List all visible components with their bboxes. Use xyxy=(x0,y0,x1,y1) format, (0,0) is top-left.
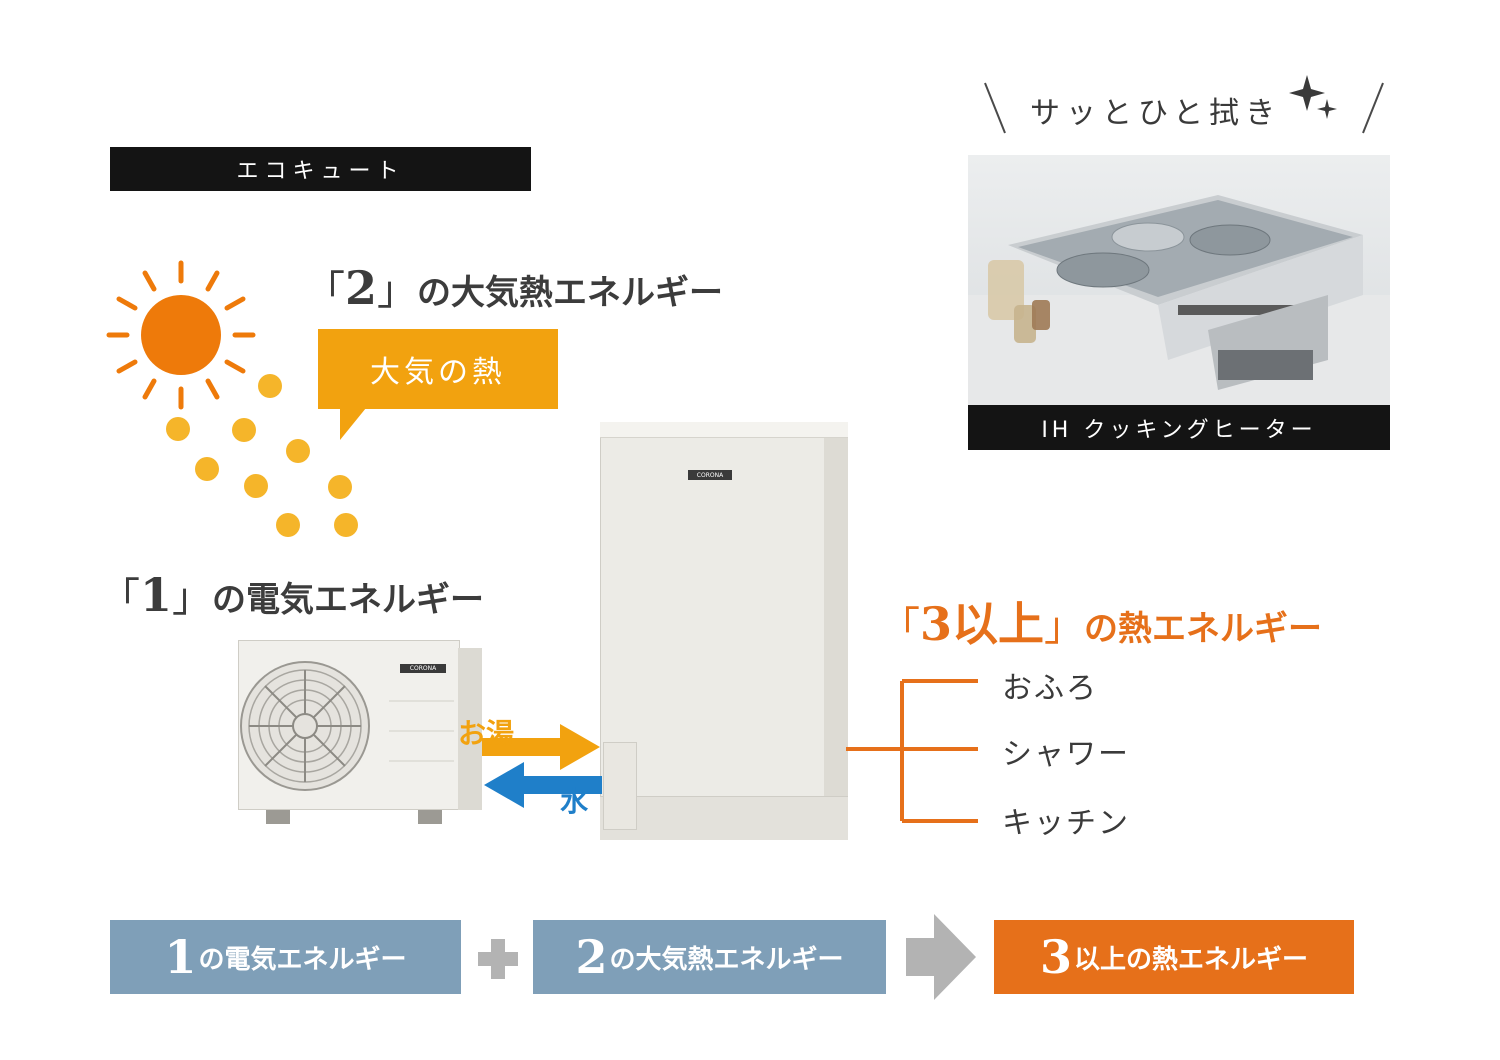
hot-water-arrow-icon xyxy=(482,724,600,770)
usage-branch-lines xyxy=(846,679,978,823)
water-arrow-icon xyxy=(484,762,602,808)
heat-energy-title: 「3以上」の熱エネルギー xyxy=(880,597,1323,651)
air-heat-dots xyxy=(166,374,358,537)
usage-kitchen: キッチン xyxy=(1002,806,1130,841)
water-label: 水 xyxy=(560,785,589,818)
tank-pipe-cover xyxy=(603,742,637,830)
heat-pump-brand-logo: CORONA xyxy=(400,664,446,673)
sparkle-icon xyxy=(1289,75,1337,119)
air-heat-bubble: 大気の熱 xyxy=(318,329,558,409)
heat-pump-feet xyxy=(266,810,442,824)
sparkle-caption: サッとひと拭き xyxy=(1030,96,1282,131)
ih-cooking-heater-label: IH クッキングヒーター xyxy=(968,405,1390,450)
usage-shower: シャワー xyxy=(1002,737,1130,772)
caption-slashes xyxy=(984,75,1384,134)
usage-bath: おふろ xyxy=(1002,671,1098,706)
tank-base xyxy=(600,796,848,840)
tank-side xyxy=(824,438,848,840)
hot-water-tank xyxy=(600,422,848,840)
sun-icon xyxy=(106,260,358,537)
hot-water-label: お湯 xyxy=(458,717,515,750)
eco-cute-label: エコキュート xyxy=(110,147,531,191)
electric-energy-title: 「1」の電気エネルギー xyxy=(100,568,485,622)
tank-brand-logo: CORONA xyxy=(688,470,732,480)
plus-icon xyxy=(478,939,518,979)
ih-cooking-heater-photo xyxy=(968,155,1390,450)
bubble-tail xyxy=(340,408,366,440)
heat-pump-side xyxy=(458,648,482,810)
right-arrow-icon xyxy=(906,914,976,1000)
tank-top xyxy=(600,422,848,438)
air-heat-energy-title: 「2」の大気熱エネルギー xyxy=(305,261,724,315)
